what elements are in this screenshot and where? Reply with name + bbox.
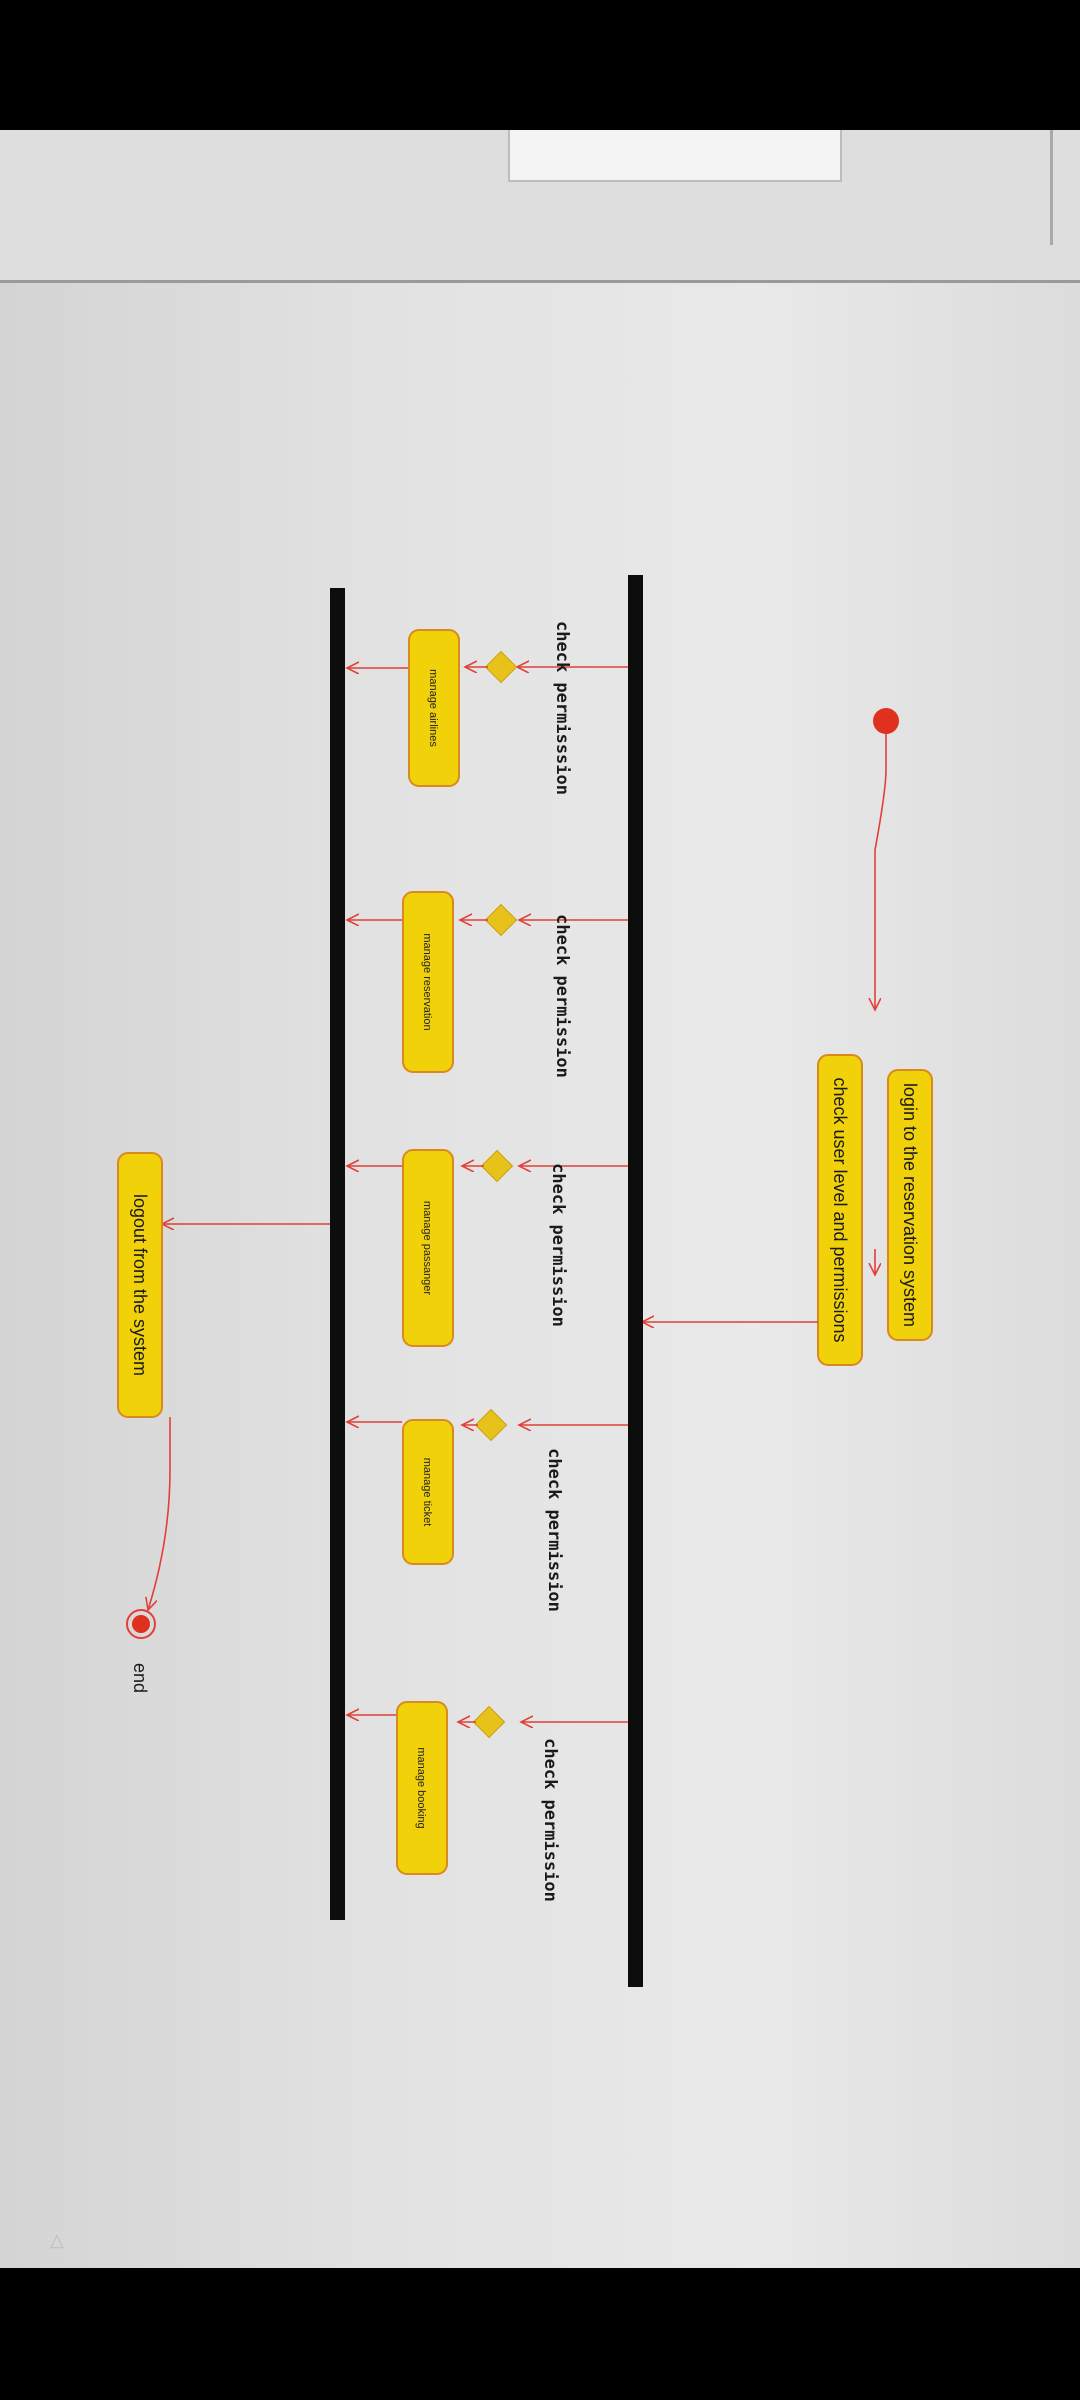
guard-3: check permission xyxy=(548,1163,568,1327)
flow-start-to-login xyxy=(875,734,887,1010)
check-level-node[interactable]: check user level and permissions xyxy=(817,1054,863,1366)
guard-1: check permisssion xyxy=(552,621,572,795)
activity-diagram: login to the reservation system check us… xyxy=(117,575,933,1987)
guard-4: check permission xyxy=(544,1448,564,1612)
action-5-label: manage booking xyxy=(415,1747,427,1828)
logout-label: logout from the system xyxy=(130,1194,150,1376)
fork-bar xyxy=(628,575,643,1987)
end-node xyxy=(126,1609,156,1639)
flow-logout-to-end xyxy=(148,1417,171,1610)
decision-diamond-3 xyxy=(480,1149,514,1183)
action-2-label: manage reservation xyxy=(421,933,433,1030)
end-node-core xyxy=(132,1615,150,1633)
decision-diamond-1 xyxy=(484,650,518,684)
guard-4-label: check permission xyxy=(544,1448,564,1612)
guard-3-label: check permission xyxy=(548,1163,568,1327)
toolbar-field[interactable] xyxy=(508,130,842,182)
action-manage-ticket[interactable]: manage ticket xyxy=(402,1419,454,1565)
start-node xyxy=(873,708,899,734)
guard-5-label: check permission xyxy=(540,1738,560,1902)
action-3-label: manage passanger xyxy=(421,1201,433,1296)
logout-node[interactable]: logout from the system xyxy=(117,1152,163,1418)
action-1-label: manage airlines xyxy=(427,669,439,747)
guard-2-label: check permission xyxy=(552,914,572,1078)
guard-2: check permission xyxy=(552,914,572,1078)
guard-1-label: check permisssion xyxy=(552,621,572,795)
monitor-screen: login to the reservation system check us… xyxy=(0,130,1080,2268)
window-edge xyxy=(1050,130,1053,245)
decision-diamond-4 xyxy=(474,1408,508,1442)
decision-diamond-5 xyxy=(472,1705,506,1739)
action-manage-airlines[interactable]: manage airlines xyxy=(408,629,460,787)
action-manage-booking[interactable]: manage booking xyxy=(396,1701,448,1875)
login-label: login to the reservation system xyxy=(900,1083,920,1327)
action-4-label: manage ticket xyxy=(421,1458,433,1526)
guard-5: check permission xyxy=(540,1738,560,1902)
action-manage-passanger[interactable]: manage passanger xyxy=(402,1149,454,1347)
join-bar xyxy=(330,588,345,1920)
check-level-label: check user level and permissions xyxy=(830,1077,850,1342)
login-node[interactable]: login to the reservation system xyxy=(887,1069,933,1341)
action-manage-reservation[interactable]: manage reservation xyxy=(402,891,454,1073)
end-label: end xyxy=(130,1663,150,1693)
end-label-group: end xyxy=(130,1663,150,1693)
bezel-mark-icon: △ xyxy=(50,2230,64,2250)
window-toolbar xyxy=(0,130,1080,283)
decision-diamond-2 xyxy=(484,903,518,937)
